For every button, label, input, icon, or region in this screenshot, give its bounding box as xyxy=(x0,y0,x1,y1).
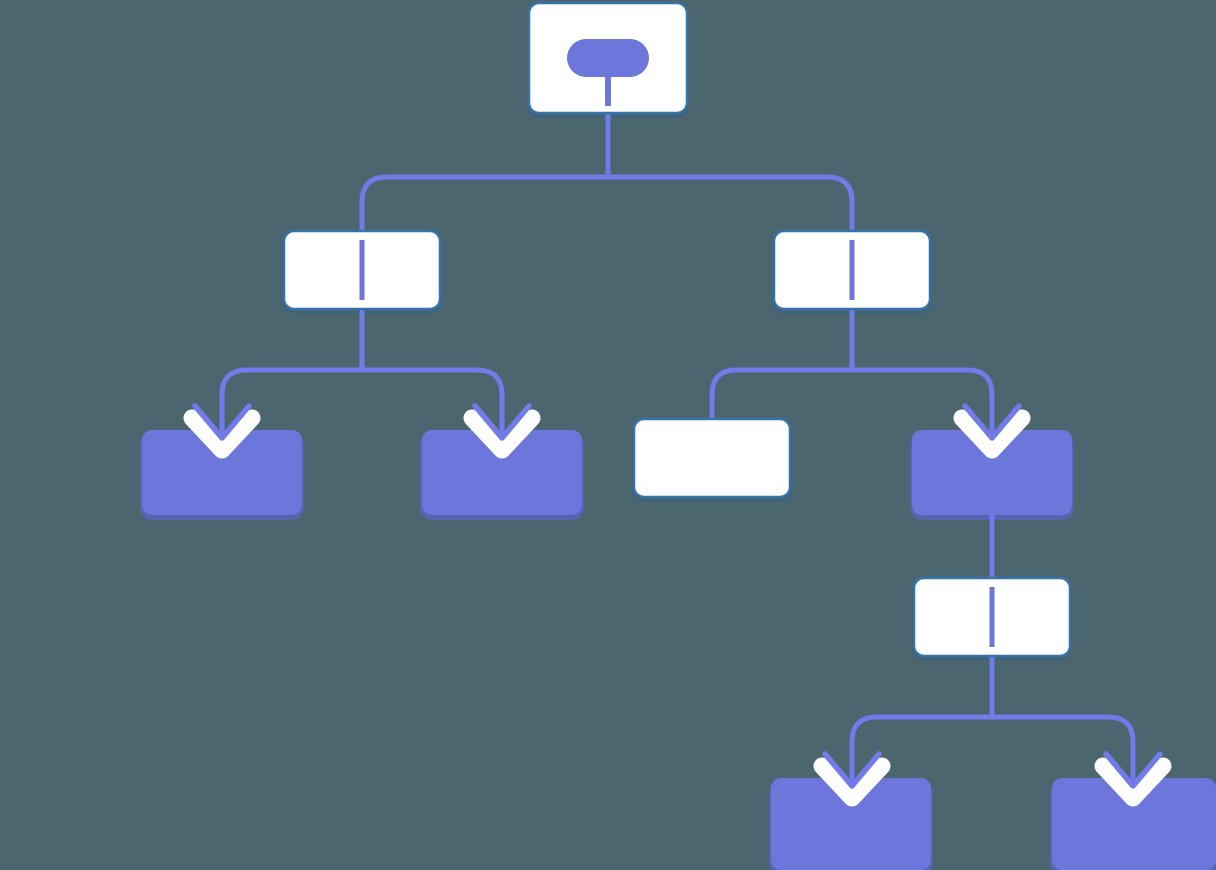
edge-root-to-right xyxy=(605,114,855,230)
arrowhead-leaf1-outline xyxy=(183,409,261,459)
branch-node-left-inner-line xyxy=(359,240,365,300)
leaf-node-4[interactable] xyxy=(1052,778,1216,870)
edge-layer xyxy=(219,114,1136,778)
arrowhead-leaf1-tip xyxy=(192,403,252,441)
leaf-node-3[interactable] xyxy=(771,778,931,870)
root-stem-icon xyxy=(605,58,611,106)
arrowhead-leaf3-outline xyxy=(813,757,891,807)
arrowhead-deep-tip xyxy=(962,403,1022,441)
node-layer xyxy=(142,1,1216,870)
arrowhead-leaf3-tip xyxy=(822,751,882,789)
arrowhead-leaf2-tip xyxy=(472,403,532,441)
leaf-node-1[interactable] xyxy=(142,430,302,515)
arrowhead-outline-layer xyxy=(183,409,1172,807)
arrowhead-deep-outline xyxy=(953,409,1031,459)
arrowhead-tip-layer xyxy=(192,403,1163,789)
leaf-node-2[interactable] xyxy=(422,430,582,515)
edge-left-to-leaf2 xyxy=(359,310,505,430)
edge-left-to-leaf1 xyxy=(219,310,365,430)
edge-right-to-deep xyxy=(849,310,995,430)
edge-sub-to-leaf4 xyxy=(989,657,1136,778)
arrowhead-leaf2-outline xyxy=(463,409,541,459)
arrowhead-leaf4-outline xyxy=(1094,757,1172,807)
edge-sub-to-leaf3 xyxy=(849,657,995,778)
arrowhead-leaf4-tip xyxy=(1103,751,1163,789)
root-pill-icon xyxy=(567,39,649,77)
empty-node[interactable] xyxy=(632,417,792,499)
edge-root-to-left xyxy=(359,114,611,230)
sub-branch-node-inner-line xyxy=(989,587,995,647)
branch-node-deep[interactable] xyxy=(912,430,1072,515)
edge-right-to-empty xyxy=(709,310,855,418)
branch-node-right-inner-line xyxy=(849,240,855,300)
